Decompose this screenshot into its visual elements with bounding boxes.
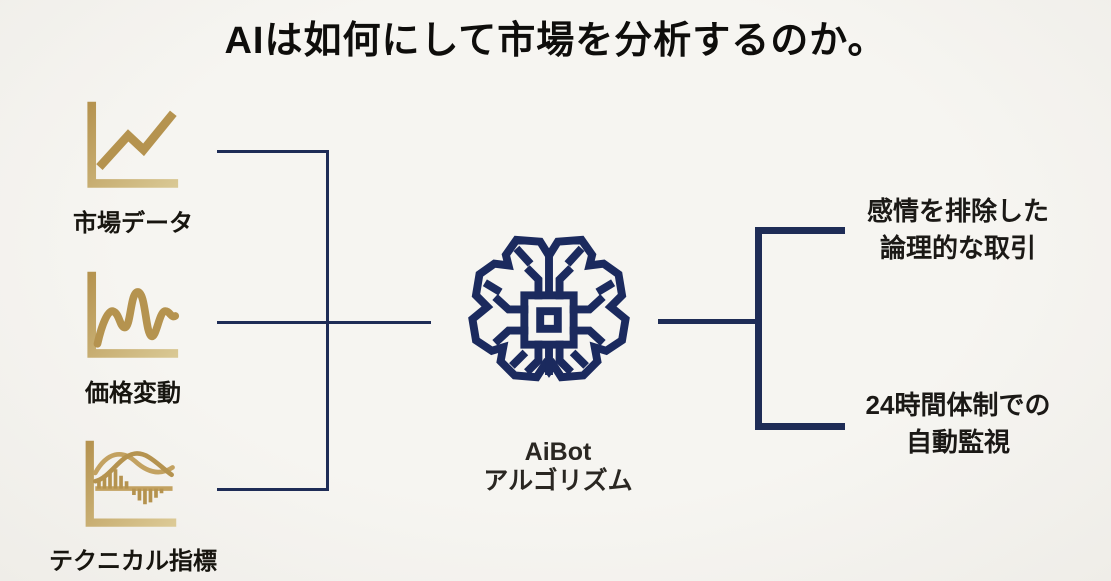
- input-label-technical-indicators: テクニカル指標: [49, 548, 217, 575]
- connector-vertical-left: [326, 150, 329, 491]
- output-logical-trading: 感情を排除した 論理的な取引: [846, 193, 1070, 267]
- processor-subtitle: アルゴリズム: [483, 467, 633, 495]
- connector-vertical-right: [755, 227, 762, 430]
- connector-input-top: [217, 150, 328, 153]
- output-24h-monitoring: 24時間体制での 自動監視: [846, 387, 1070, 461]
- output-logical-trading-line1: 感情を排除した: [866, 196, 1049, 226]
- input-label-price-movement: 価格変動: [85, 380, 181, 407]
- output-24h-monitoring-line2: 自動監視: [905, 427, 1010, 457]
- input-group-technical-indicators: テクニカル指標: [13, 438, 253, 576]
- output-24h-monitoring-line1: 24時間体制での: [865, 390, 1051, 420]
- connector-input-bottom: [217, 488, 328, 491]
- processor-title: AiBot: [524, 438, 592, 466]
- output-logical-trading-line2: 論理的な取引: [879, 233, 1036, 263]
- connector-brain-output: [658, 319, 758, 324]
- connector-input-middle: [217, 321, 431, 324]
- connector-branch-bottom: [755, 423, 845, 430]
- connector-branch-top: [755, 227, 845, 234]
- input-group-price-movement: 価格変動: [13, 268, 253, 408]
- wave-chart-icon: [87, 271, 180, 358]
- macd-chart-icon: [85, 440, 177, 527]
- processor-label: AiBot アルゴリズム: [452, 438, 664, 496]
- brain-circuit-icon: [468, 235, 630, 382]
- line-chart-icon: [87, 101, 179, 188]
- diagram-title: AIは如何にして市場を分析するのか。: [224, 20, 887, 62]
- input-group-market-data: 市場データ: [13, 98, 253, 238]
- input-label-market-data: 市場データ: [73, 210, 193, 237]
